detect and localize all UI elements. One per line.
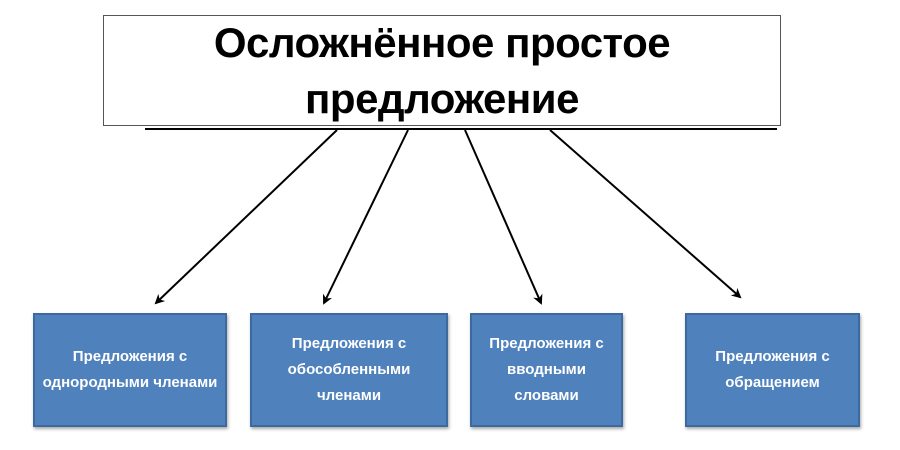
arrow-to-box-1 xyxy=(154,129,338,305)
arrow-to-box-3 xyxy=(464,129,543,305)
box-homogeneous-members: Предложения с однородными членами xyxy=(33,313,227,427)
arrow-to-box-2 xyxy=(322,129,409,305)
box-introductory-words: Предложения с вводными словами xyxy=(470,313,623,427)
box-label: Предложения с однородными членами xyxy=(42,348,218,391)
box-label: Предложения с обособленными членами xyxy=(287,335,411,404)
box-address: Предложения с обращением xyxy=(685,313,860,427)
arrow-to-box-4 xyxy=(549,129,742,299)
diagram-title: Осложнённое простое предложение xyxy=(213,18,671,122)
title-box: Осложнённое простое предложение xyxy=(103,15,781,126)
box-isolated-members: Предложения с обособленными членами xyxy=(250,313,448,427)
box-label: Предложения с обращением xyxy=(715,348,830,391)
box-label: Предложения с вводными словами xyxy=(489,335,604,404)
